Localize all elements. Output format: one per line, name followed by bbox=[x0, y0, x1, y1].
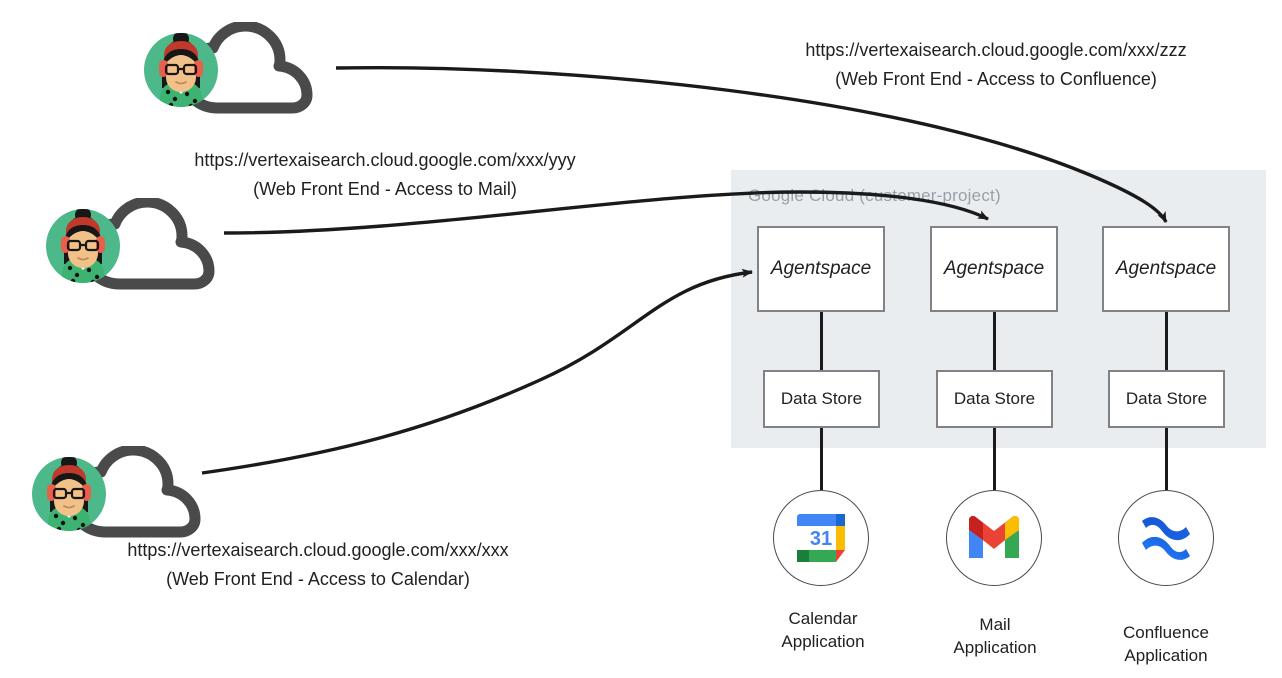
gmail-icon bbox=[969, 516, 1019, 558]
url-description: (Web Front End - Access to Mail) bbox=[253, 178, 517, 199]
user-cloud-calendar[interactable] bbox=[28, 446, 228, 542]
agentspace-label: Agentspace bbox=[943, 258, 1045, 279]
confluence-icon bbox=[1142, 517, 1190, 560]
datastore-label: Data Store bbox=[1125, 389, 1208, 408]
app-label-line2: Application bbox=[953, 637, 1037, 657]
user-cloud-icon bbox=[32, 446, 201, 538]
app-label-confluence: Confluence Application bbox=[1064, 622, 1268, 668]
agentspace-label: Agentspace bbox=[1115, 258, 1217, 279]
app-label-mail: Mail Application bbox=[893, 614, 1097, 660]
user-cloud-mail[interactable] bbox=[42, 198, 242, 294]
app-circle-mail[interactable] bbox=[946, 490, 1042, 586]
user-cloud-icon bbox=[46, 198, 215, 290]
app-label-calendar: Calendar Application bbox=[721, 608, 925, 654]
url-description: (Web Front End - Access to Confluence) bbox=[835, 68, 1157, 89]
app-circle-confluence[interactable] bbox=[1118, 490, 1214, 586]
app-label-line2: Application bbox=[781, 631, 865, 651]
url-text: https://vertexaisearch.cloud.google.com/… bbox=[127, 540, 509, 560]
connector-agentspace-datastore-mail bbox=[993, 312, 996, 374]
datastore-label: Data Store bbox=[780, 389, 863, 408]
connector-datastore-app-calendar bbox=[820, 428, 823, 490]
app-label-line2: Application bbox=[1124, 645, 1208, 665]
agentspace-label: Agentspace bbox=[770, 258, 872, 279]
datastore-box-confluence[interactable]: Data Store bbox=[1108, 370, 1225, 428]
connector-agentspace-datastore-confluence bbox=[1165, 312, 1168, 374]
google-calendar-icon: 31 bbox=[797, 514, 845, 562]
agentspace-box-confluence[interactable]: Agentspace bbox=[1102, 226, 1230, 312]
agentspace-box-mail[interactable]: Agentspace bbox=[930, 226, 1058, 312]
url-label-mail: https://vertexaisearch.cloud.google.com/… bbox=[185, 146, 585, 204]
agentspace-box-calendar[interactable]: Agentspace bbox=[757, 226, 885, 312]
app-label-line1: Confluence bbox=[1122, 623, 1209, 642]
app-circle-calendar[interactable]: 31 bbox=[773, 490, 869, 586]
url-label-confluence: https://vertexaisearch.cloud.google.com/… bbox=[796, 36, 1196, 94]
connector-datastore-app-mail bbox=[993, 428, 996, 490]
user-cloud-confluence[interactable] bbox=[140, 22, 340, 118]
avatar bbox=[144, 33, 218, 107]
url-description: (Web Front End - Access to Calendar) bbox=[166, 568, 470, 589]
datastore-box-calendar[interactable]: Data Store bbox=[763, 370, 880, 428]
app-label-line1: Mail bbox=[979, 615, 1011, 634]
connector-agentspace-datastore-calendar bbox=[820, 312, 823, 374]
datastore-label: Data Store bbox=[953, 389, 1036, 408]
app-label-line1: Calendar bbox=[788, 609, 858, 628]
arrow-calendar bbox=[201, 268, 753, 475]
calendar-day-number: 31 bbox=[810, 528, 832, 550]
avatar bbox=[46, 209, 120, 283]
connector-datastore-app-confluence bbox=[1165, 428, 1168, 490]
datastore-box-mail[interactable]: Data Store bbox=[936, 370, 1053, 428]
avatar bbox=[32, 457, 106, 531]
user-cloud-icon bbox=[144, 22, 313, 114]
url-text: https://vertexaisearch.cloud.google.com/… bbox=[805, 40, 1187, 60]
url-text: https://vertexaisearch.cloud.google.com/… bbox=[194, 150, 576, 170]
google-cloud-region-label: Google Cloud (customer-project) bbox=[748, 186, 1001, 205]
url-label-calendar: https://vertexaisearch.cloud.google.com/… bbox=[118, 536, 518, 594]
